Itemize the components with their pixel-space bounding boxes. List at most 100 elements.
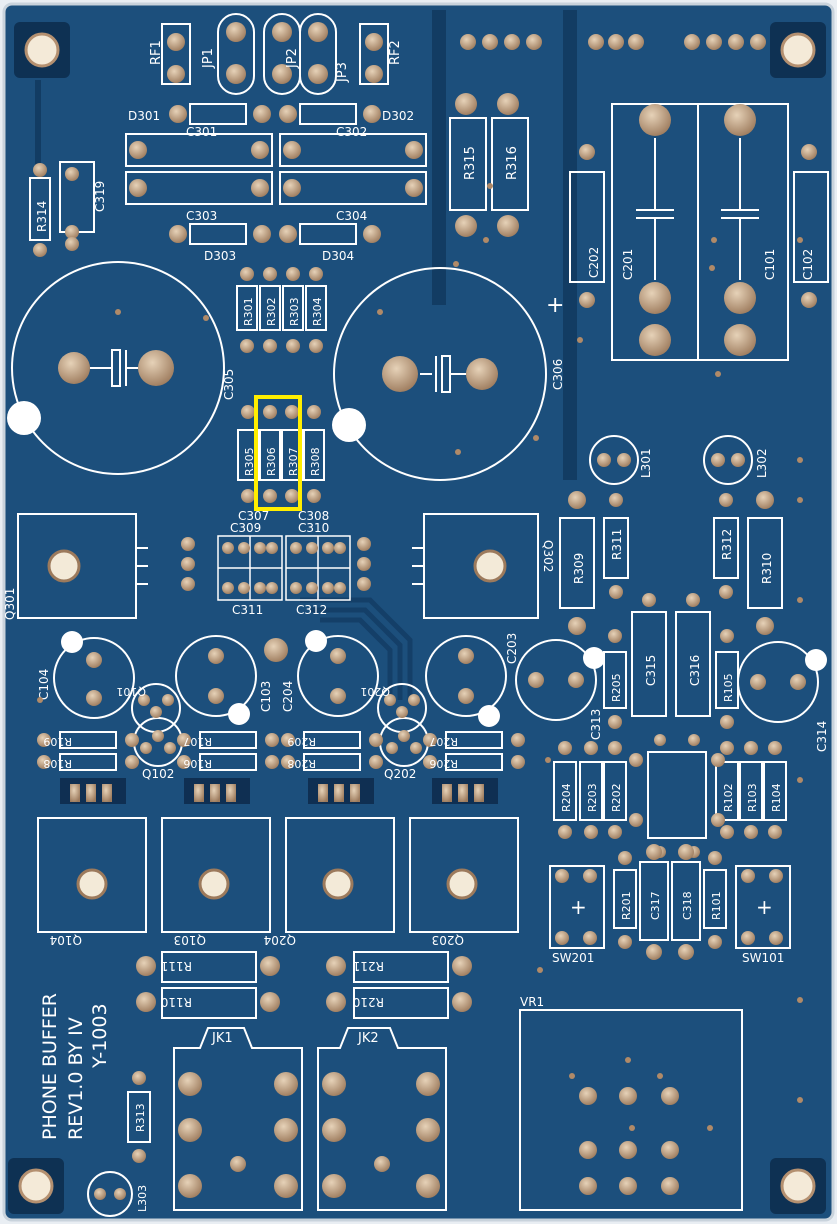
label-c308: C308 xyxy=(298,509,329,523)
label-d302: D302 xyxy=(382,109,414,123)
label-jp1: JP1 xyxy=(201,48,216,69)
label-r308: R308 xyxy=(309,447,322,476)
silkscreen-title-line-2: REV1.0 BY IV xyxy=(65,1017,87,1140)
label-q102: Q102 xyxy=(142,767,174,781)
label-c202: C202 xyxy=(587,247,601,278)
label-r104: R104 xyxy=(770,783,783,812)
label-r305: R305 xyxy=(243,447,256,476)
label-jk2: JK2 xyxy=(357,1031,379,1046)
jacks xyxy=(173,1027,447,1211)
label-c315: C315 xyxy=(644,655,658,686)
c309-c312-block xyxy=(217,535,351,601)
r313-outline xyxy=(127,1091,151,1143)
c102-pad-2 xyxy=(801,292,817,308)
label-q302: Q302 xyxy=(541,540,555,572)
plus-c306: + xyxy=(546,293,564,318)
c202-pad xyxy=(579,144,595,160)
label-r110: R110 xyxy=(161,995,192,1009)
label-c102: C102 xyxy=(801,249,815,280)
label-q203: Q203 xyxy=(432,933,464,947)
switch-plus-2: + xyxy=(756,895,773,919)
c305-marker xyxy=(7,401,41,435)
l302-pad-2 xyxy=(731,453,745,467)
label-r313: R313 xyxy=(134,1103,147,1132)
c201-c101-outline xyxy=(611,103,789,361)
c202-outline xyxy=(569,171,605,283)
label-c319: C319 xyxy=(93,181,107,212)
label-r314: R314 xyxy=(35,201,49,232)
c201-c101-pads xyxy=(639,104,756,356)
mounting-holes xyxy=(8,22,826,1214)
label-r306: R306 xyxy=(265,447,278,476)
label-c309: C309 xyxy=(230,521,261,535)
label-c311: C311 xyxy=(232,603,263,617)
label-d303: D303 xyxy=(204,249,236,263)
r314-pads xyxy=(33,163,79,257)
l303-pad-2 xyxy=(114,1188,126,1200)
label-r204: R204 xyxy=(560,783,573,812)
c305-pad-neg xyxy=(58,352,90,384)
c201-c101-symbols xyxy=(636,138,759,280)
c306-pad-pos xyxy=(466,358,498,390)
label-r205: R205 xyxy=(610,673,623,702)
label-c317: C317 xyxy=(649,891,662,920)
label-c303: C303 xyxy=(186,209,217,223)
label-jk1: JK1 xyxy=(211,1031,233,1046)
c103-pad-large xyxy=(264,638,288,662)
c306-symbol xyxy=(420,355,466,393)
l302-pad xyxy=(711,453,725,467)
c305-outline xyxy=(11,261,225,475)
label-c310: C310 xyxy=(298,521,329,535)
label-r111: R111 xyxy=(161,959,192,973)
label-r311: R311 xyxy=(610,529,624,560)
r313-pad xyxy=(132,1071,146,1085)
to92-pads xyxy=(138,694,422,754)
q301-legs xyxy=(136,547,148,585)
top-jumper-pads xyxy=(167,22,383,84)
label-r102: R102 xyxy=(722,783,735,812)
silkscreen-title-line-3: Y-1003 xyxy=(89,1003,111,1069)
label-c203: C203 xyxy=(505,633,519,664)
r301-pads xyxy=(240,267,323,353)
label-c316: C316 xyxy=(688,655,702,686)
label-r301: R301 xyxy=(242,297,255,326)
l302-outline xyxy=(703,435,753,485)
c102-pad xyxy=(801,144,817,160)
label-r109: R109 xyxy=(43,735,72,748)
jack-pads xyxy=(178,1072,440,1198)
r313-pad-2 xyxy=(132,1149,146,1163)
q302-legs xyxy=(412,547,424,585)
label-r307: R307 xyxy=(287,447,300,476)
label-r207: R207 xyxy=(429,735,458,748)
switch-plus-1: + xyxy=(570,895,587,919)
copper-strip-left xyxy=(35,80,41,170)
label-c301: C301 xyxy=(186,125,217,139)
output-transistor-holes xyxy=(76,868,478,900)
label-c314: C314 xyxy=(815,721,829,752)
mid-electrolytic-markers xyxy=(61,630,827,727)
label-c312: C312 xyxy=(296,603,327,617)
label-q204: Q204 xyxy=(264,933,296,947)
label-c313: C313 xyxy=(589,709,603,740)
label-d304: D304 xyxy=(322,249,354,263)
output-resistors xyxy=(161,951,449,1019)
c305-pad-pos xyxy=(138,350,174,386)
label-jp3: JP3 xyxy=(335,62,350,83)
ic-area xyxy=(553,751,787,839)
label-r309: R309 xyxy=(572,553,586,584)
switch-area xyxy=(549,861,791,949)
label-r302: R302 xyxy=(265,297,278,326)
label-c318: C318 xyxy=(681,891,694,920)
label-vr1: VR1 xyxy=(520,995,544,1009)
vias xyxy=(37,183,803,1131)
label-c307: C307 xyxy=(238,509,269,523)
output-transistors xyxy=(37,817,519,933)
c306-outline xyxy=(333,267,547,481)
label-c306: C306 xyxy=(551,359,565,390)
diode-rows xyxy=(125,103,427,245)
vr1-outline xyxy=(519,1009,743,1211)
l303-outline xyxy=(87,1171,133,1217)
mid-electrolytics xyxy=(53,635,819,723)
c315-c316-group xyxy=(603,611,739,717)
